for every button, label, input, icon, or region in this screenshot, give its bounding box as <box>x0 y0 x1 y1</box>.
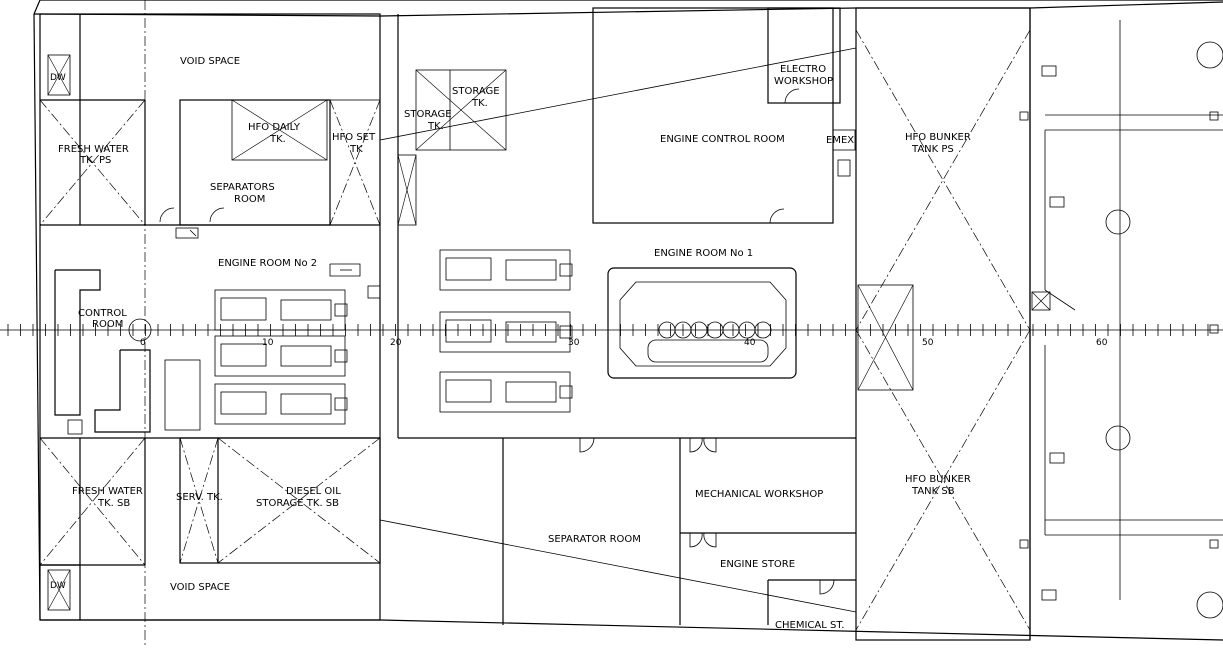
label-mechanical-workshop: MECHANICAL WORKSHOP <box>695 489 823 500</box>
label-separator-room: SEPARATOR ROOM <box>548 534 641 545</box>
genset <box>439 371 573 413</box>
label-fresh-water-ps-1: FRESH WATER <box>58 144 129 155</box>
label-electro-workshop-2: WORKSHOP <box>774 76 833 87</box>
label-engine-control-room: ENGINE CONTROL ROOM <box>660 134 785 145</box>
frame-number-60: 60 <box>1096 338 1108 348</box>
label-serv-tk: SERV. TK. <box>176 492 223 503</box>
frame-number-30: 30 <box>568 338 580 348</box>
label-fresh-water-sb-1: FRESH WATER <box>72 486 143 497</box>
label-engine-room-1: ENGINE ROOM No 1 <box>654 248 753 259</box>
control-room-block <box>592 7 856 224</box>
label-diesel-oil-1: DIESEL OIL <box>286 486 341 497</box>
label-engine-store: ENGINE STORE <box>720 559 795 570</box>
workshop-block <box>503 437 856 625</box>
genset <box>214 383 348 425</box>
hfo-bunker-tanks <box>855 7 1031 641</box>
label-hfo-bunker-sb-1: HFO BUNKER <box>905 474 971 485</box>
label-storage-tk-b-1: STORAGE <box>452 86 500 97</box>
label-hfo-set-2: TK <box>349 144 363 155</box>
label-hfo-daily-2: TK. <box>269 134 286 145</box>
label-chemical-st: CHEMICAL ST. <box>775 620 844 631</box>
label-engine-room-2: ENGINE ROOM No 2 <box>218 258 317 269</box>
main-engine <box>607 267 797 379</box>
frame-number-10: 10 <box>262 338 274 348</box>
frame-number-40: 40 <box>744 338 756 348</box>
frame-number-0: 0 <box>140 338 146 348</box>
label-void-space-bottom: VOID SPACE <box>170 582 230 593</box>
label-hfo-daily-1: HFO DAILY <box>248 122 301 133</box>
label-electro-workshop-1: ELECTRO <box>780 64 826 75</box>
label-dw-bottom: DW <box>50 581 66 591</box>
aft-compartments <box>39 0 381 648</box>
label-hfo-bunker-ps-1: HFO BUNKER <box>905 132 971 143</box>
label-diesel-oil-2: STORAGE TK. SB <box>256 498 339 509</box>
label-storage-tk-a-1: STORAGE <box>404 109 452 120</box>
genset <box>439 249 573 291</box>
genset <box>439 311 573 353</box>
label-control-room-2: ROOM <box>92 319 123 330</box>
label-void-space-top: VOID SPACE <box>180 56 240 67</box>
labels: VOID SPACE DW FRESH WATER TK. PS HFO DAI… <box>50 56 1108 631</box>
label-dw-top: DW <box>50 73 66 83</box>
label-hfo-bunker-ps-2: TANK PS <box>911 144 954 155</box>
frame-ticks <box>7 324 1209 336</box>
label-storage-tk-a-2: TK. <box>427 121 444 132</box>
label-separators-room-2: ROOM <box>234 194 265 205</box>
frame-scale <box>0 318 1223 342</box>
label-hfo-bunker-sb-2: TANK SB <box>911 486 955 497</box>
label-fresh-water-ps-2: TK. PS <box>79 155 111 166</box>
forward-section <box>1019 8 1223 640</box>
label-storage-tk-b-2: TK. <box>471 98 488 109</box>
label-control-room-1: CONTROL <box>78 308 127 319</box>
generator-sets <box>214 249 573 425</box>
label-fresh-water-sb-2: TK. SB <box>97 498 130 509</box>
label-emex: EMEX <box>826 135 854 146</box>
label-separators-room-1: SEPARATORS <box>210 182 275 193</box>
mid-compartments <box>379 14 857 625</box>
frame-number-20: 20 <box>390 338 402 348</box>
label-hfo-set-1: HFO SET <box>332 132 376 143</box>
frame-number-50: 50 <box>922 338 934 348</box>
genset <box>214 289 348 331</box>
genset <box>214 335 348 377</box>
